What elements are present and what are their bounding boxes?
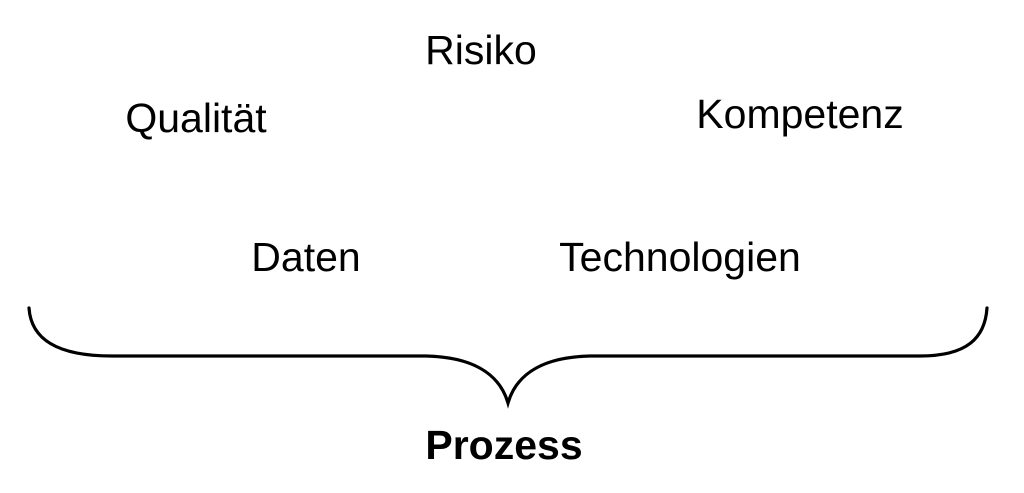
label-kompetenz: Kompetenz [696, 91, 904, 137]
label-qualitaet: Qualität [125, 95, 267, 141]
label-technologien: Technologien [559, 234, 801, 280]
underbrace-path [27, 306, 989, 409]
label-prozess: Prozess [425, 422, 583, 468]
label-risiko: Risiko [425, 27, 537, 73]
label-daten: Daten [251, 234, 361, 280]
